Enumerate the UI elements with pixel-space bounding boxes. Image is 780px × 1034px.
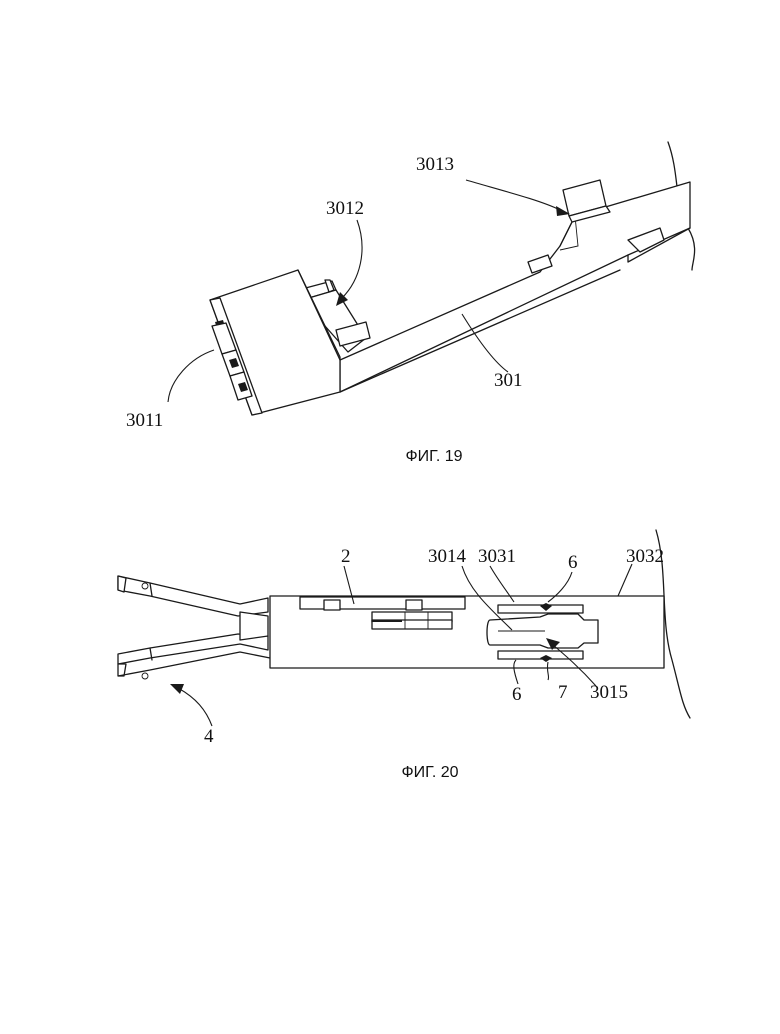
label-2: 2 [341, 546, 351, 567]
leader-3011 [168, 350, 214, 402]
leader-3013 [466, 180, 560, 210]
label-6-top: 6 [568, 552, 578, 573]
label-7: 7 [558, 682, 568, 703]
figure-20: 2 3014 3031 6 3032 6 7 3015 4 ФИГ. 20 [118, 530, 690, 781]
label-6-bottom: 6 [512, 684, 522, 705]
jaws-4 [118, 576, 270, 679]
figure-19: 3011 3012 3013 301 ФИГ. 19 [126, 142, 695, 465]
figure-20-caption: ФИГ. 20 [401, 764, 458, 781]
lock-mechanism [487, 603, 598, 662]
label-3031: 3031 [478, 546, 516, 567]
label-4: 4 [204, 726, 214, 747]
label-3015: 3015 [590, 682, 628, 703]
leader-3032 [618, 564, 632, 596]
label-301: 301 [494, 370, 523, 391]
label-3014: 3014 [428, 546, 467, 567]
leader-4 [178, 688, 212, 726]
shaft-301 [340, 182, 690, 392]
leader-3012 [342, 220, 362, 298]
figure-19-caption: ФИГ. 19 [405, 448, 462, 465]
label-3011: 3011 [126, 410, 163, 431]
label-3032: 3032 [626, 546, 664, 567]
arrow-4 [170, 684, 184, 694]
label-3013: 3013 [416, 154, 454, 175]
label-3012: 3012 [326, 198, 364, 219]
